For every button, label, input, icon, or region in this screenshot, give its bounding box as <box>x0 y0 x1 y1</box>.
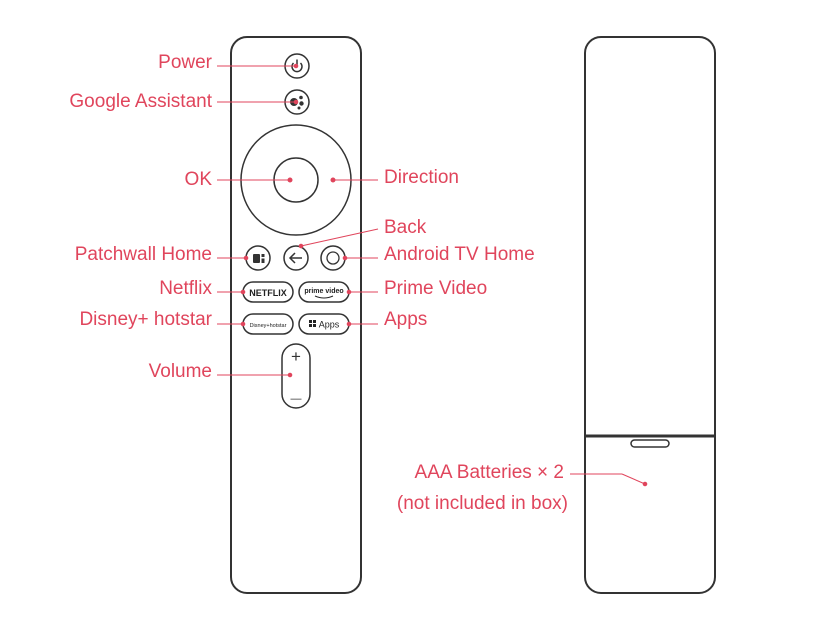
back-dot <box>298 243 304 249</box>
netflix-dot <box>240 289 246 295</box>
remote-back-body <box>584 36 716 594</box>
label-batteries-line2: (not included in box) <box>396 493 568 514</box>
disney-hotstar-dot <box>240 321 246 327</box>
volume-rocker <box>281 343 311 409</box>
prime-smile-icon <box>314 295 334 299</box>
label-patchwall-home: Patchwall Home <box>74 244 212 265</box>
patchwall-home-icon <box>253 254 265 263</box>
apps-dot <box>346 321 352 327</box>
google-assistant-dot <box>293 99 299 105</box>
android-tv-home-dot <box>342 255 348 261</box>
label-back: Back <box>384 217 427 238</box>
direction-dot <box>330 177 336 183</box>
prime-video-dot <box>346 289 352 295</box>
batteries-dot <box>642 481 648 487</box>
ok-dot <box>287 177 293 183</box>
battery-cover-tab <box>630 439 670 448</box>
label-direction: Direction <box>384 167 459 188</box>
label-volume: Volume <box>148 361 212 382</box>
android-tv-home-button <box>320 245 346 271</box>
patchwall-home-dot <box>243 255 249 261</box>
label-apps: Apps <box>384 309 428 330</box>
label-ok: OK <box>184 169 212 190</box>
volume-dot <box>287 372 293 378</box>
label-power: Power <box>158 52 212 73</box>
netflix-button-text: NETFLIX <box>249 288 287 298</box>
volume-plus: + <box>291 347 301 366</box>
disney-hotstar-button-text: Disney+hotstar <box>250 323 287 329</box>
apps-grid-icon <box>309 320 316 327</box>
power-dot <box>293 63 299 69</box>
label-netflix: Netflix <box>159 278 212 299</box>
label-prime-video: Prime Video <box>384 278 488 299</box>
android-tv-home-icon <box>326 251 340 265</box>
back-leader <box>300 228 379 247</box>
volume-minus: — <box>291 393 302 405</box>
label-batteries-line1: AAA Batteries × 2 <box>414 462 564 483</box>
batteries-leader-diag <box>621 473 646 485</box>
apps-button-text: Apps <box>319 320 340 330</box>
back-arrow-icon <box>288 252 302 264</box>
label-android-tv-home: Android TV Home <box>384 244 535 265</box>
label-disney-hotstar: Disney+ hotstar <box>79 309 212 330</box>
label-google-assistant: Google Assistant <box>69 91 212 112</box>
prime-video-button-text: prime video <box>304 288 343 295</box>
